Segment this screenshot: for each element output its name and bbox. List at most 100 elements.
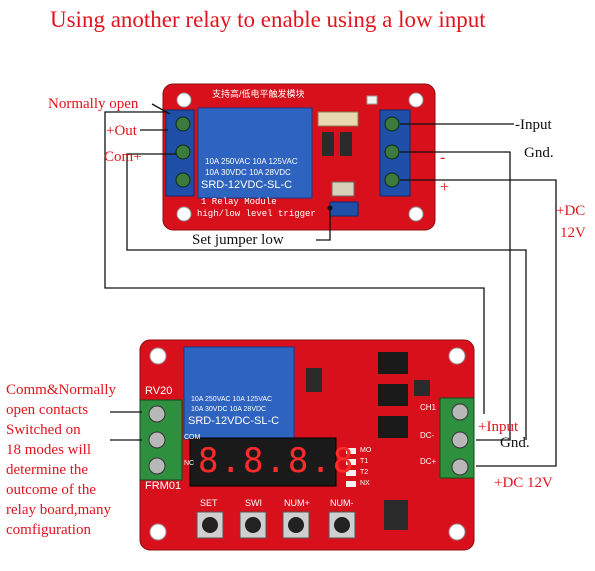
led-label-nx: NX: [360, 480, 370, 487]
bottom-relay: [183, 346, 295, 440]
component: [414, 380, 430, 396]
led-label-mo: MO: [360, 447, 372, 454]
terminal-screw: [148, 431, 166, 449]
top-relay: [197, 107, 313, 199]
label-rv20: RV20: [145, 385, 173, 397]
label-normally-open: Normally open: [48, 96, 139, 112]
wire-plus-dc: [400, 179, 557, 467]
bottom-relay-model: SRD-12VDC-SL-C: [188, 415, 280, 427]
mount-hole: [149, 347, 167, 365]
label-ch1: CH1: [420, 403, 437, 412]
top-relay-rating-1: 10A 250VAC 10A 125VAC: [205, 157, 298, 166]
label-gnd-top: Gnd.: [524, 145, 554, 161]
jumper: [329, 201, 359, 217]
mount-hole: [176, 206, 192, 222]
ic-chip: [378, 384, 408, 406]
display-digits: 8.8.8.8: [198, 441, 356, 481]
top-header-text: 支持高/低电平触发模块: [212, 89, 305, 99]
label-swi-button: SWI: [245, 498, 262, 508]
mount-hole: [408, 92, 424, 108]
component: [306, 368, 322, 392]
wire-jumper-pointer: [316, 208, 331, 241]
bottom-relay-rating-2: 10A 30VDC 10A 28VDC: [191, 406, 267, 413]
mode-led: [346, 448, 356, 454]
led-label-t1: T1: [360, 458, 369, 465]
ic-chip: [378, 352, 408, 374]
bottom-relay-rating-1: 10A 250VAC 10A 125VAC: [191, 396, 273, 403]
label-12v: 12V: [560, 225, 586, 241]
bottom-timer-board: [139, 339, 475, 551]
desc-line: open contacts: [6, 402, 89, 418]
terminal-screw: [384, 144, 400, 160]
label-num-minus-button: NUM-: [330, 498, 354, 508]
label-nc-pin: NC: [184, 460, 195, 467]
component: [322, 132, 334, 156]
set-button-body: [196, 511, 224, 539]
component: [317, 111, 359, 127]
label-plus-out: +Out: [106, 123, 137, 139]
num-plus-button-body: [282, 511, 310, 539]
led-display: [189, 437, 337, 487]
wire-no-pointer: [151, 103, 171, 115]
swi-button-body: [239, 511, 267, 539]
desc-line: comfiguration: [6, 522, 91, 538]
component: [340, 132, 352, 156]
label-plus-dc-12v: +DC 12V: [494, 475, 553, 491]
mount-hole: [448, 523, 466, 541]
label-minus-input: -Input: [515, 117, 552, 133]
mode-led: [346, 481, 356, 487]
regulator: [384, 500, 408, 530]
terminal-screw: [148, 405, 166, 423]
ic-chip: [378, 416, 408, 438]
led: [366, 95, 378, 105]
label-com-pin: COM: [184, 434, 201, 441]
desc-line: Switched on: [6, 422, 81, 438]
label-com-plus: Com+: [104, 149, 142, 165]
label-minus-sign: -: [440, 149, 446, 166]
top-relay-model: SRD-12VDC-SL-C: [201, 179, 293, 191]
desc-line: relay board,many: [6, 502, 111, 518]
label-dc-plus: DC+: [420, 457, 437, 466]
terminal-screw: [175, 172, 191, 188]
label-set-jumper-low: Set jumper low: [192, 232, 284, 248]
label-plus-dc: +DC: [556, 203, 586, 219]
diagram-title: Using another relay to enable using a lo…: [50, 7, 486, 32]
mount-hole: [176, 92, 192, 108]
mount-hole: [448, 347, 466, 365]
top-relay-board: [162, 83, 436, 231]
label-dc-minus: DC-: [420, 431, 435, 440]
jumper-dot: [327, 205, 333, 211]
terminal-screw: [451, 431, 469, 449]
wire-normally-open: [104, 111, 485, 414]
mount-hole: [149, 523, 167, 541]
terminal-screw: [451, 458, 469, 476]
label-plus-sign: +: [440, 179, 450, 196]
left-description: Comm&Normally open contacts Switched on …: [6, 380, 116, 540]
top-module-line1: 1 Relay Module: [201, 197, 277, 207]
wire-com: [126, 153, 527, 440]
led-label-t2: T2: [360, 469, 369, 476]
label-set-button: SET: [200, 498, 218, 508]
top-module-line2: high/low level trigger: [197, 209, 316, 219]
top-relay-rating-2: 10A 30VDC 10A 28VDC: [205, 168, 291, 177]
label-gnd-bottom: Gnd.: [500, 435, 530, 451]
label-num-plus-button: NUM+: [284, 498, 310, 508]
num-minus-button-body: [328, 511, 356, 539]
desc-line: determine the: [6, 462, 89, 478]
mode-led: [346, 470, 356, 476]
wire-gnd: [400, 151, 511, 441]
label-frm01: FRM01: [145, 480, 182, 492]
mode-led: [346, 459, 356, 465]
mount-hole: [408, 206, 424, 222]
desc-line: outcome of the: [6, 482, 96, 498]
terminal-screw: [384, 172, 400, 188]
label-plus-input: +Input: [478, 419, 519, 435]
terminal-screw: [148, 457, 166, 475]
desc-line: Comm&Normally: [6, 382, 116, 398]
terminal-screw: [384, 116, 400, 132]
terminal-screw: [175, 144, 191, 160]
desc-line: 18 modes will: [6, 442, 91, 458]
component: [331, 181, 355, 197]
